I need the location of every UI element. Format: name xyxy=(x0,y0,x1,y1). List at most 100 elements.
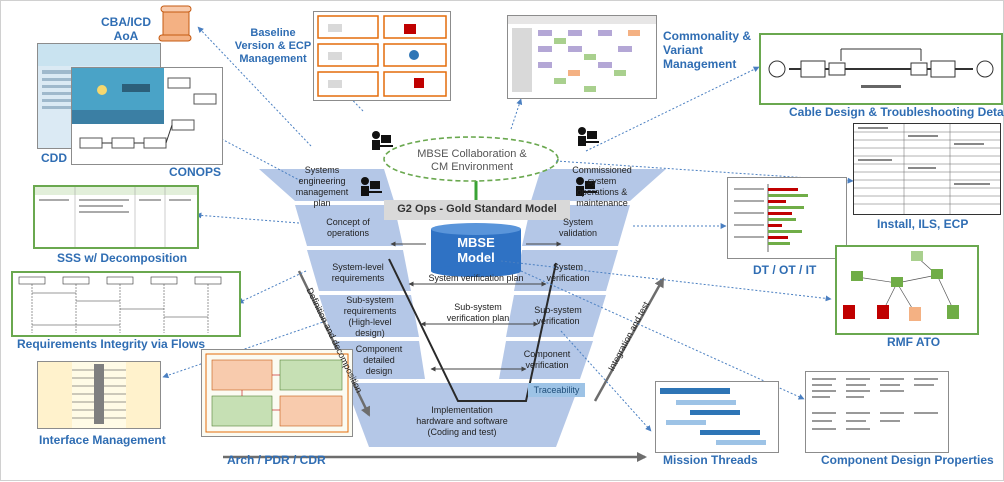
connector-cba xyxy=(197,26,312,147)
v-left-label-4: Sub-system requirements (High-level desi… xyxy=(325,295,415,339)
v-right-label-3: System verification xyxy=(523,262,613,284)
v-right-1-line: system xyxy=(587,176,617,186)
v-left-band-2 xyxy=(295,205,403,246)
v-right-3-line: verification xyxy=(546,273,590,283)
mbse-line-2: Model xyxy=(457,250,495,265)
sss-label: SSS w/ Decomposition xyxy=(57,251,188,265)
collab-line-2: CM Environment xyxy=(431,161,513,173)
gold-model-bar xyxy=(384,200,570,220)
v-left-3-line: requirements xyxy=(331,273,385,283)
workstation-user-icon xyxy=(372,131,393,150)
v-left-5-line: Component xyxy=(355,344,403,354)
v-bottom-band xyxy=(345,383,580,447)
dtot-label: DT / OT / IT xyxy=(753,263,817,277)
v-right-label-2: System validation xyxy=(533,217,623,239)
component-design-label: Component Design Properties xyxy=(821,453,994,467)
connector-sss xyxy=(195,212,300,224)
v-left-band-3 xyxy=(307,250,411,291)
v-right-band-3 xyxy=(514,250,618,291)
cable-label: Cable Design & Troubleshooting Details xyxy=(789,105,1004,119)
commonality-thumbnail xyxy=(507,15,657,99)
req-integrity-label: Requirements Integrity via Flows xyxy=(17,337,206,351)
collab-label: MBSE Collaboration & CM Environment xyxy=(404,148,540,174)
subsystem-plan-line-2: verification plan xyxy=(446,313,510,323)
v-left-1-line: Systems xyxy=(304,165,340,175)
conops-diagram-thumbnail xyxy=(71,67,223,165)
v-right-4-line: verification xyxy=(536,316,580,326)
interface-label: Interface Management xyxy=(39,433,166,447)
v-left-1-line: engineering xyxy=(298,176,346,186)
v-left-1-line: plan xyxy=(313,198,331,208)
connector-conops xyxy=(213,134,302,182)
v-left-2-line: operations xyxy=(326,228,370,238)
collab-line-1: MBSE Collaboration & xyxy=(417,148,527,160)
sss-table-thumbnail xyxy=(33,185,199,249)
workstation-user-icon xyxy=(576,177,597,196)
v-right-5-line: verification xyxy=(525,360,569,370)
v-left-1-line: management xyxy=(295,187,349,197)
commonality-line-3: Management xyxy=(663,57,737,71)
database-cylinder-icon xyxy=(431,223,521,277)
arch-label: Arch / PDR / CDR xyxy=(227,453,326,467)
cba-line-1: CBA/ICD xyxy=(101,15,151,29)
gold-model-label: G2 Ops - Gold Standard Model xyxy=(397,203,557,215)
install-table-thumbnail xyxy=(853,123,1001,215)
subsystem-plan-line-1: Sub-system xyxy=(454,302,502,312)
v-left-4-line: (High-level xyxy=(348,317,392,327)
v-left-label-2: Concept of operations xyxy=(303,217,393,239)
connector-cable xyxy=(585,66,760,152)
commonality-label: Commonality & Variant Management xyxy=(663,29,751,71)
baseline-thumbnail xyxy=(313,11,451,101)
subsystem-verification-plan-label: Sub-system verification plan xyxy=(433,302,523,324)
v-right-5-line: Component xyxy=(523,349,571,359)
v-inner-line xyxy=(388,258,557,402)
workstation-user-icon xyxy=(578,127,599,146)
v-left-label-1: Systems engineering management plan xyxy=(277,165,367,209)
decomposition-arrow xyxy=(297,270,371,417)
rmf-label: RMF ATO xyxy=(887,335,941,349)
v-right-1-line: maintenance xyxy=(576,198,628,208)
workstation-user-icon xyxy=(361,177,382,196)
scroll-icon xyxy=(158,5,192,42)
req-flows-thumbnail xyxy=(11,271,241,337)
v-left-3-line: System-level xyxy=(332,262,384,272)
v-bottom-line-3: (Coding and test) xyxy=(427,427,497,437)
connector-mission xyxy=(560,330,652,432)
cable-design-thumbnail xyxy=(759,33,1003,105)
rmf-network-thumbnail xyxy=(835,245,979,335)
v-right-label-5: Component verification xyxy=(503,349,591,371)
v-left-5-line: detailed xyxy=(363,355,395,365)
cba-label: CBA/ICD AoA xyxy=(91,15,161,43)
v-bottom-line-1: Implementation xyxy=(431,405,493,415)
v-left-label-3: System-level requirements xyxy=(313,262,403,284)
v-bottom-line-2: hardware and software xyxy=(416,416,508,426)
v-left-label-5: Component detailed design xyxy=(335,344,423,377)
mbse-line-1: MBSE xyxy=(457,235,495,250)
connector-commonality xyxy=(510,98,523,130)
v-left-band-4 xyxy=(319,295,419,337)
v-left-4-line: design) xyxy=(355,328,385,338)
v-left-2-line: Concept of xyxy=(326,217,370,227)
v-right-label-1: Commissioned system operations & mainten… xyxy=(557,165,647,209)
v-left-arm xyxy=(259,169,425,379)
v-left-band-5 xyxy=(332,341,425,379)
v-right-band-4 xyxy=(506,295,606,337)
v-right-2-line: validation xyxy=(558,228,598,238)
cba-line-2: AoA xyxy=(113,29,139,43)
commonality-line-1: Commonality & xyxy=(663,29,752,43)
v-right-3-line: System xyxy=(552,262,583,272)
traceability-box xyxy=(528,383,585,397)
connector-req-integrity xyxy=(237,270,307,304)
mission-label: Mission Threads xyxy=(663,453,758,467)
install-label: Install, ILS, ECP xyxy=(877,217,969,231)
v-left-4-line: requirements xyxy=(343,306,397,316)
v-right-1-line: Commissioned xyxy=(572,165,632,175)
interface-thumbnail xyxy=(37,361,161,429)
system-verification-plan-label: System verification plan xyxy=(428,273,524,283)
baseline-line-2: Version & ECP xyxy=(234,40,312,52)
connector-interface xyxy=(162,320,327,379)
v-right-2-line: System xyxy=(562,217,593,227)
v-right-arm xyxy=(499,169,666,379)
